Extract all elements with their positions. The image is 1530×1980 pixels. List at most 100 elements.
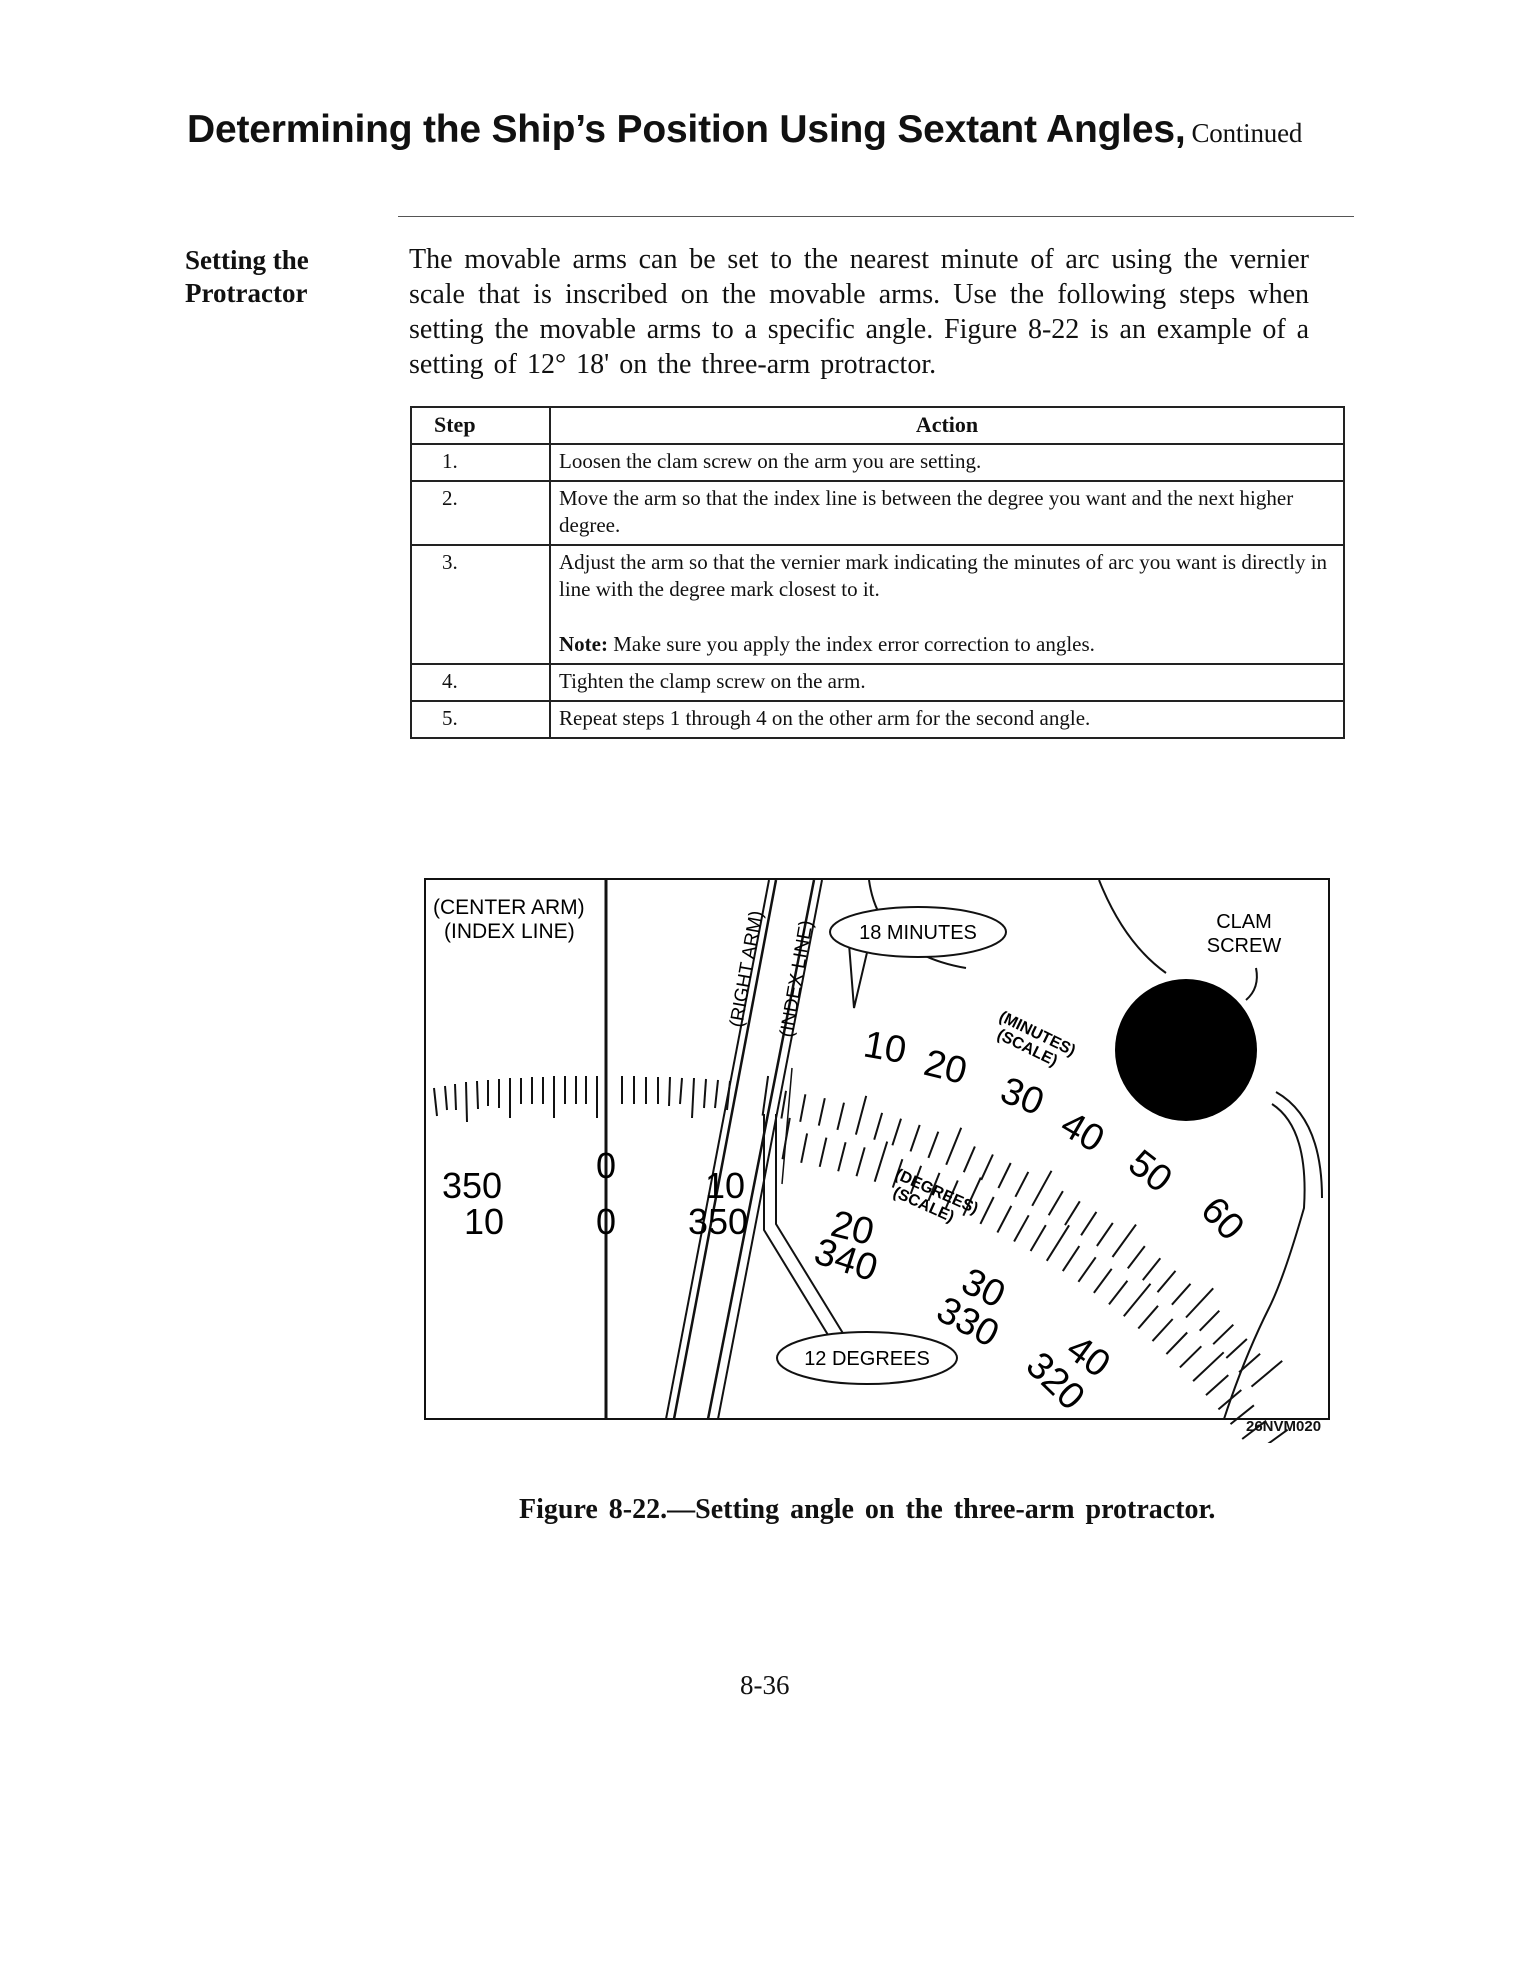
scale-tick bbox=[1267, 1428, 1289, 1443]
minute-scale-ticks bbox=[761, 1075, 1283, 1388]
scale-tick bbox=[1165, 1331, 1188, 1355]
scale-tick bbox=[780, 1090, 787, 1119]
scale-tick bbox=[1198, 1310, 1221, 1332]
scale-tick bbox=[927, 1131, 940, 1159]
scale-tick bbox=[817, 1097, 826, 1126]
center-scale-number-bottom: 0 bbox=[596, 1201, 616, 1242]
steps-table: Step Action 1. Loosen the clam screw on … bbox=[410, 406, 1345, 739]
scale-tick bbox=[855, 1147, 866, 1177]
scale-tick bbox=[1238, 1352, 1261, 1373]
center-scale-number-top: 0 bbox=[596, 1145, 616, 1186]
scale-tick bbox=[1151, 1318, 1174, 1342]
minutes-callout-text: 18 MINUTES bbox=[859, 922, 977, 944]
scale-tick bbox=[1179, 1345, 1203, 1369]
scale-tick bbox=[1142, 1257, 1162, 1281]
scale-tick bbox=[962, 1177, 982, 1217]
scale-tick bbox=[1229, 1404, 1255, 1425]
clam-screw-label-line2: SCREW bbox=[1207, 935, 1282, 957]
scale-tick bbox=[891, 1118, 902, 1146]
degree-number-bottom: 340 bbox=[809, 1231, 882, 1291]
scale-tick bbox=[800, 1133, 809, 1163]
left-scale-ticks bbox=[433, 1076, 731, 1123]
minute-number: 10 bbox=[860, 1024, 909, 1073]
scale-tick bbox=[909, 1124, 921, 1152]
scale-tick bbox=[945, 1127, 963, 1166]
scale-tick bbox=[1013, 1214, 1030, 1242]
step-note: Note: Make sure you apply the index erro… bbox=[559, 631, 1335, 658]
minutes-callout-pointer bbox=[848, 943, 870, 1009]
right-arm-label: (RIGHT ARM) bbox=[726, 909, 767, 1029]
minute-number: 50 bbox=[1120, 1142, 1179, 1201]
scale-tick bbox=[873, 1112, 884, 1140]
figure-id: 26NVM020 bbox=[1246, 1418, 1322, 1435]
scale-tick bbox=[1080, 1211, 1098, 1236]
section-divider bbox=[398, 216, 1354, 217]
arm-scale-number-top: 10 bbox=[705, 1165, 745, 1206]
clam-screw-knob bbox=[1115, 979, 1257, 1121]
scale-tick bbox=[1192, 1351, 1225, 1382]
step-action-cell: Adjust the arm so that the vernier mark … bbox=[549, 544, 1345, 665]
step-action: Loosen the clam screw on the arm you are… bbox=[549, 443, 1345, 482]
scale-tick bbox=[873, 1141, 889, 1182]
scale-tick bbox=[1061, 1245, 1081, 1272]
continued-label: Continued bbox=[1191, 118, 1303, 148]
scale-tick bbox=[781, 1117, 791, 1160]
degree-number-top: 20 bbox=[827, 1203, 878, 1254]
scale-tick bbox=[1156, 1270, 1177, 1293]
protractor-figure: (CENTER ARM) (INDEX LINE) (RIGHT ARM) (I… bbox=[424, 878, 1330, 1443]
table-header-row: Step Action bbox=[410, 406, 1345, 445]
figure-caption: Figure 8-22.—Setting angle on the three-… bbox=[519, 1494, 1216, 1525]
scale-tick bbox=[1064, 1200, 1081, 1226]
scale-tick bbox=[1014, 1171, 1030, 1198]
left-scale-number-bottom: 10 bbox=[464, 1201, 504, 1242]
scale-tick bbox=[1137, 1305, 1159, 1330]
left-scale-number-top: 350 bbox=[442, 1165, 502, 1206]
step-number: 2. bbox=[410, 480, 551, 546]
scale-tick bbox=[1241, 1420, 1267, 1440]
scale-tick bbox=[799, 1094, 807, 1122]
right-index-line-label: (INDEX LINE) bbox=[776, 919, 817, 1039]
right-arm bbox=[665, 879, 823, 1420]
step-number: 3. bbox=[410, 544, 551, 665]
scale-tick bbox=[761, 1075, 770, 1116]
page-title: Determining the Ship’s Position Using Se… bbox=[187, 108, 1302, 152]
intro-paragraph: The movable arms can be set to the neare… bbox=[409, 244, 1309, 380]
degrees-callout-bubble bbox=[776, 1331, 958, 1385]
scale-tick bbox=[1077, 1256, 1097, 1283]
scale-tick bbox=[1096, 1222, 1114, 1247]
scale-tick bbox=[962, 1146, 976, 1173]
center-arm-label: (CENTER ARM) bbox=[433, 896, 585, 919]
degrees-callout-pointer bbox=[775, 1114, 853, 1349]
table-row: 3. Adjust the arm so that the vernier ma… bbox=[410, 544, 1345, 665]
scale-tick bbox=[1045, 1224, 1070, 1262]
scale-tick bbox=[1031, 1170, 1053, 1207]
step-number: 4. bbox=[410, 663, 551, 702]
minute-number: 30 bbox=[995, 1069, 1050, 1124]
scale-tick bbox=[1212, 1323, 1234, 1345]
step-action: Adjust the arm so that the vernier mark … bbox=[559, 550, 1328, 601]
title-text: Determining the Ship’s Position Using Se… bbox=[187, 108, 1186, 151]
step-number: 1. bbox=[410, 443, 551, 482]
scale-tick bbox=[1123, 1283, 1152, 1317]
header-action: Action bbox=[549, 406, 1345, 445]
note-label: Note: bbox=[559, 632, 608, 656]
scale-tick bbox=[1205, 1374, 1229, 1396]
side-heading-line2: Protractor bbox=[185, 278, 308, 308]
scale-tick bbox=[1029, 1224, 1047, 1252]
scale-tick bbox=[891, 1158, 904, 1188]
side-heading-line1: Setting the bbox=[185, 245, 309, 275]
note-text: Make sure you apply the index error corr… bbox=[607, 632, 1095, 656]
scale-tick bbox=[1185, 1287, 1214, 1319]
scale-tick bbox=[1171, 1283, 1192, 1306]
scale-tick bbox=[1093, 1268, 1113, 1294]
scale-tick bbox=[1217, 1389, 1242, 1411]
scale-tick bbox=[996, 1205, 1013, 1233]
scale-tick bbox=[1250, 1360, 1283, 1388]
minute-number: 40 bbox=[1054, 1103, 1112, 1161]
scale-tick bbox=[1225, 1338, 1248, 1359]
scale-tick bbox=[818, 1137, 828, 1168]
scale-tick bbox=[944, 1180, 959, 1209]
arm-scale-number-bottom: 350 bbox=[688, 1201, 748, 1242]
minute-number: 20 bbox=[920, 1042, 971, 1093]
